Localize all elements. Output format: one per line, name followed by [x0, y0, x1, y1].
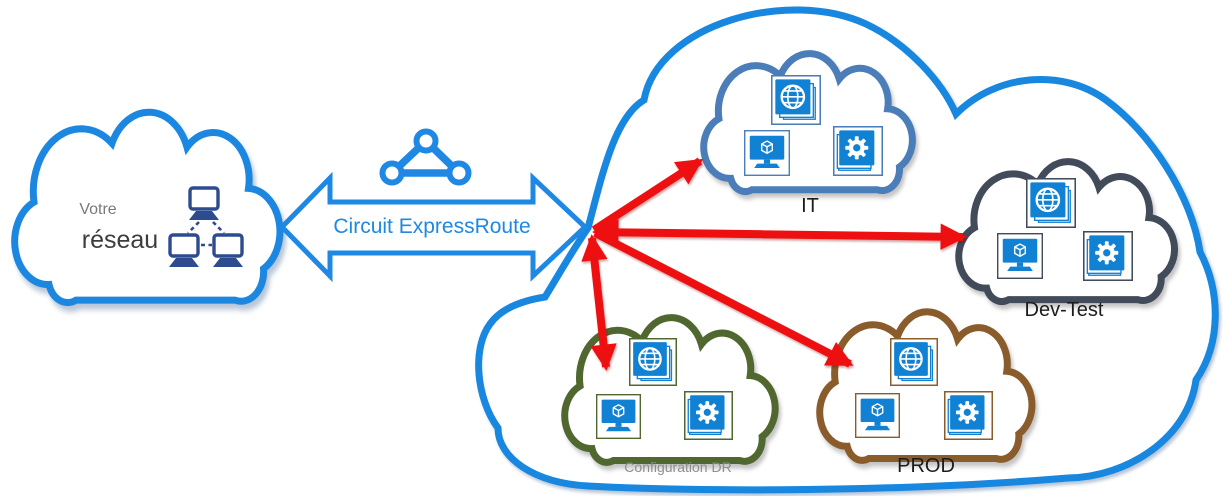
virtual-machine-icon [855, 393, 900, 438]
dr-cloud-label: Configuration DR [624, 459, 732, 475]
arrow-hub-to-prod [593, 229, 854, 368]
customer-cloud-label-line2: réseau [81, 226, 159, 254]
arrow-hub-to-it [591, 157, 704, 234]
prod-cloud-label: PROD [897, 455, 955, 477]
customer-cloud-label-line1: Votre [79, 201, 117, 218]
arrow-hub-to-devtest [592, 219, 967, 250]
virtual-machine-icon [596, 394, 641, 439]
web-app-icon [890, 338, 938, 386]
on-premises-network-icon [168, 186, 244, 267]
web-app-icon [1026, 178, 1076, 228]
settings-icon [944, 391, 993, 440]
arrow-hub-to-dr [581, 234, 617, 371]
virtual-machine-icon [744, 130, 790, 176]
red-connection-arrows [581, 157, 967, 371]
web-app-icon [771, 75, 821, 125]
circuit-peering-icon [379, 128, 472, 186]
devtest-cloud-label: Dev-Test [1024, 299, 1104, 321]
it-cloud-label: IT [801, 195, 819, 217]
expressroute-arrow [278, 171, 589, 283]
settings-icon [1083, 231, 1133, 281]
settings-icon [833, 126, 883, 176]
circuit-expressroute-label: Circuit ExpressRoute [333, 215, 531, 238]
web-app-icon [629, 338, 677, 386]
customer-cloud [15, 112, 280, 302]
virtual-machine-icon [997, 233, 1043, 279]
settings-icon [684, 391, 733, 440]
